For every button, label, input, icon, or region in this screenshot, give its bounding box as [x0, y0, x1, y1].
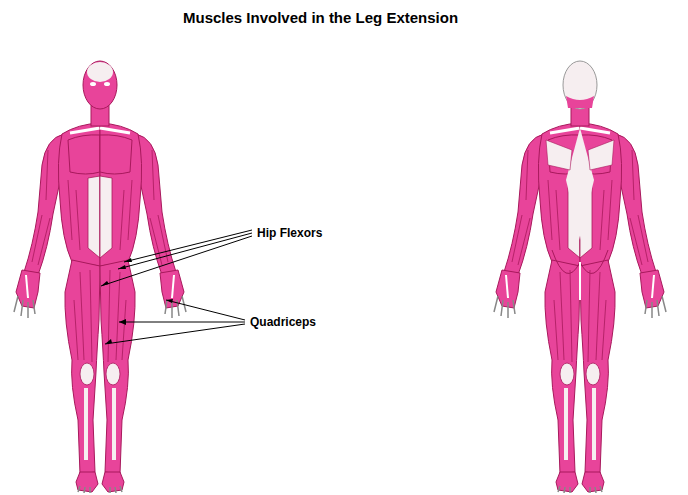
arrowheads: [101, 258, 173, 344]
diagram-title: Muscles Involved in the Leg Extension: [183, 9, 458, 26]
leader-lines: [101, 230, 252, 344]
muscle-label: Quadriceps: [249, 315, 317, 329]
muscle-label: Hip Flexors: [256, 226, 323, 240]
